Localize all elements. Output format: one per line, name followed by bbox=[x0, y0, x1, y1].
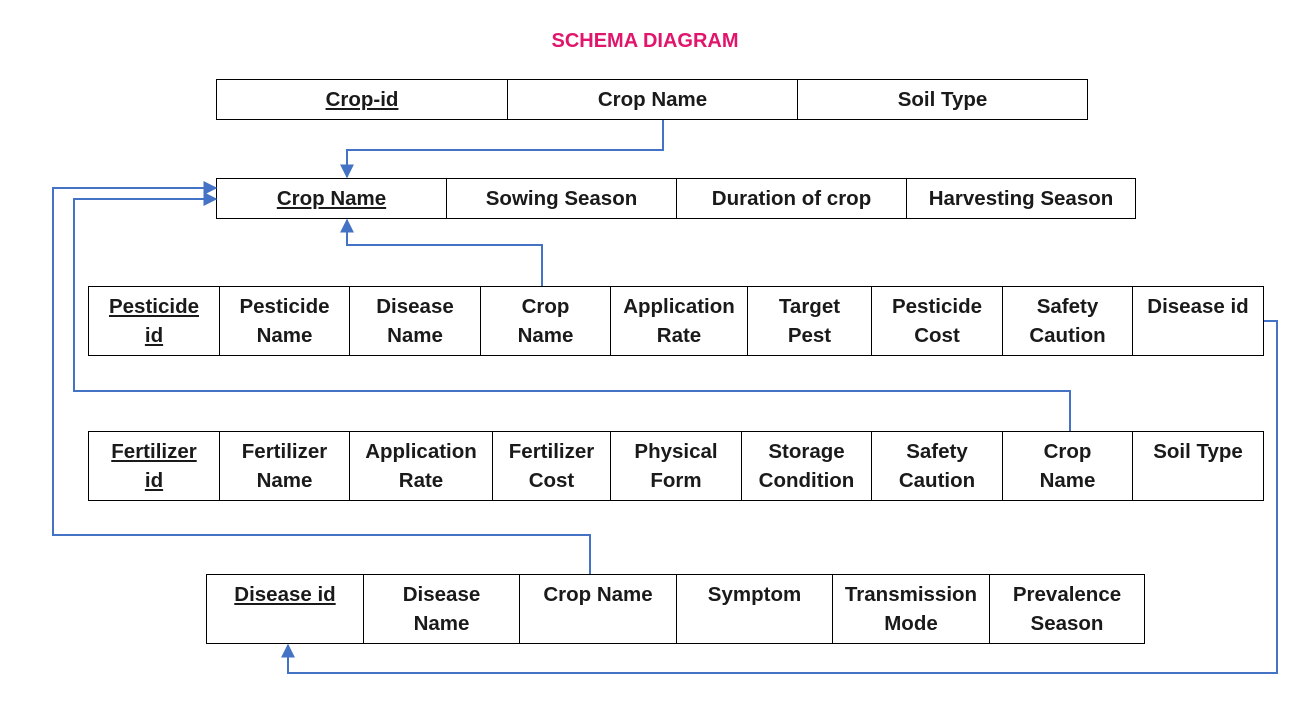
pesticide-table: Pesticide id Pesticide Name Disease Name… bbox=[88, 286, 1264, 356]
application-rate-column: Application Rate bbox=[350, 432, 493, 500]
link-disease-to-season bbox=[52, 181, 591, 574]
link-crop-to-season bbox=[340, 120, 664, 179]
diagram-title: SCHEMA DIAGRAM bbox=[551, 30, 739, 52]
crop-id-column: Crop-id bbox=[217, 80, 508, 119]
pesticide-name-column: Pesticide Name bbox=[220, 287, 350, 355]
sowing-season-column: Sowing Season bbox=[447, 179, 677, 218]
duration-of-crop-column: Duration of crop bbox=[677, 179, 907, 218]
crop-name-column: Crop Name bbox=[217, 179, 447, 218]
season-table: Crop Name Sowing Season Duration of crop… bbox=[216, 178, 1136, 219]
fertilizer-cost-column: Fertilizer Cost bbox=[493, 432, 611, 500]
link-fertilizer-to-season bbox=[73, 192, 1071, 431]
fertilizer-name-column: Fertilizer Name bbox=[220, 432, 350, 500]
symptom-column: Symptom bbox=[677, 575, 833, 643]
pesticide-id-column: Pesticide id bbox=[89, 287, 220, 355]
target-pest-column: Target Pest bbox=[748, 287, 872, 355]
disease-id-column: Disease id bbox=[1147, 295, 1249, 318]
fertilizer-id-column: Fertilizer id bbox=[89, 432, 220, 500]
crop-name-column: Crop Name bbox=[481, 287, 611, 355]
safety-caution-column: Safety Caution bbox=[1003, 287, 1133, 355]
storage-condition-column: Storage Condition bbox=[742, 432, 872, 500]
pesticide-cost-column: Pesticide Cost bbox=[872, 287, 1003, 355]
transmission-mode-column: Transmission Mode bbox=[833, 575, 990, 643]
disease-table: Disease id Disease Name Crop Name Sympto… bbox=[206, 574, 1145, 644]
prevalence-season-column: Prevalence Season bbox=[1012, 583, 1122, 635]
crop-name-column: Crop Name bbox=[520, 575, 677, 643]
harvesting-season-column: Harvesting Season bbox=[928, 187, 1114, 210]
link-pesticide-to-disease bbox=[281, 320, 1278, 674]
disease-name-column: Disease Name bbox=[350, 287, 481, 355]
crop-name-column: Crop Name bbox=[1003, 432, 1133, 500]
safety-caution-column: Safety Caution bbox=[872, 432, 1003, 500]
crop-name-column: Crop Name bbox=[508, 80, 798, 119]
crop-table: Crop-id Crop Name Soil Type bbox=[216, 79, 1088, 120]
soil-type-column: Soil Type bbox=[1153, 440, 1243, 463]
application-rate-column: Application Rate bbox=[611, 287, 748, 355]
link-pesticide-to-season bbox=[340, 218, 543, 286]
soil-type-column: Soil Type bbox=[897, 88, 988, 111]
disease-name-column: Disease Name bbox=[364, 575, 520, 643]
physical-form-column: Physical Form bbox=[611, 432, 742, 500]
disease-id-column: Disease id bbox=[207, 575, 364, 643]
fertilizer-table: Fertilizer id Fertilizer Name Applicatio… bbox=[88, 431, 1264, 501]
